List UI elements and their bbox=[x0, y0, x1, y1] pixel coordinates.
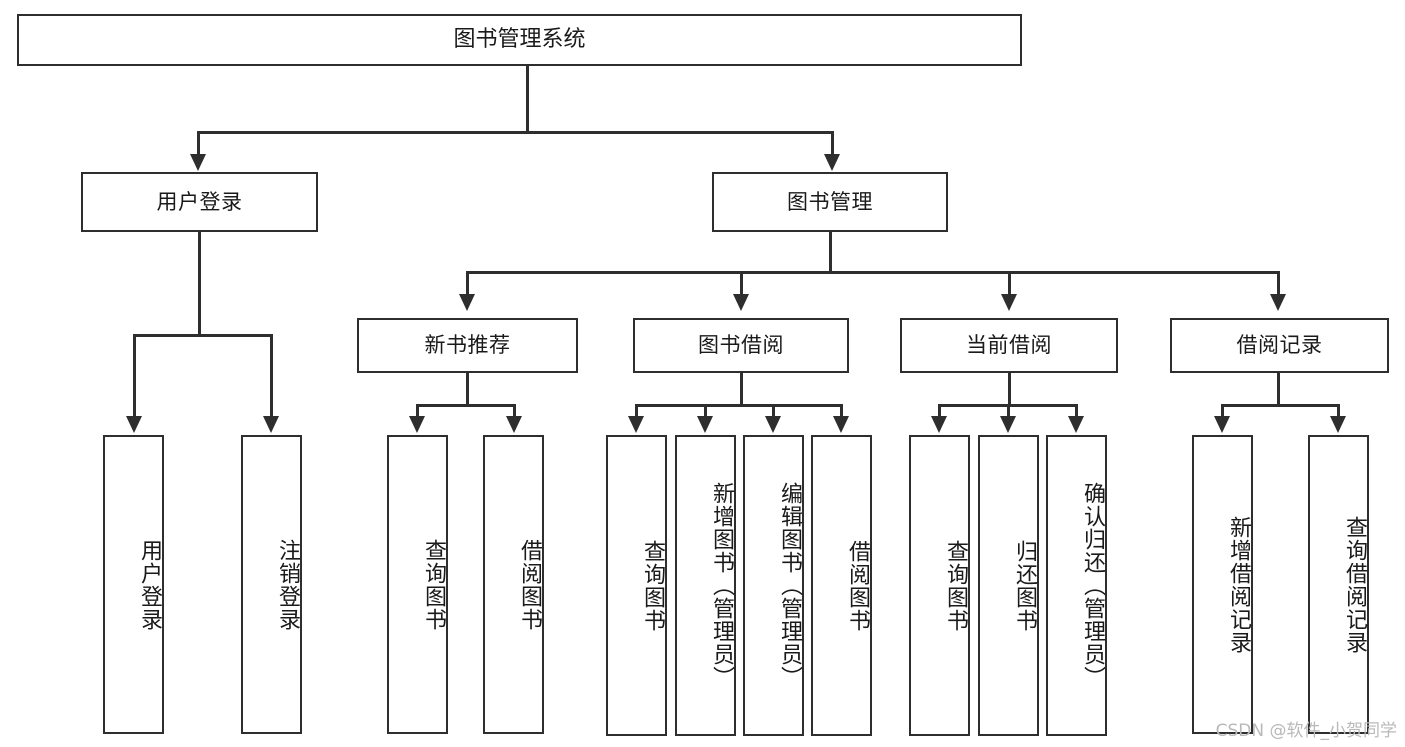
node-new-book-recommend[interactable]: 新书推荐 bbox=[357, 318, 578, 373]
edge-nbr-stem bbox=[466, 373, 469, 407]
arrow-br-to-leaf-1 bbox=[1214, 416, 1230, 433]
edge-bm-to-l2-3 bbox=[1008, 271, 1011, 296]
edge-bb-to-leaf-1 bbox=[635, 404, 638, 418]
edge-bb-to-leaf-2 bbox=[704, 404, 707, 418]
edge-cb-to-leaf-3 bbox=[1075, 404, 1078, 418]
edge-user-login-bar bbox=[133, 334, 273, 337]
node-label: 借阅记录 bbox=[1236, 333, 1323, 358]
edge-bb-to-leaf-4 bbox=[840, 404, 843, 418]
node-borrow-record[interactable]: 借阅记录 bbox=[1170, 318, 1389, 373]
node-label: 查询图书 bbox=[943, 539, 968, 632]
node-label: 编辑图书（管理员） bbox=[777, 482, 802, 689]
edge-cb-to-leaf-2 bbox=[1007, 404, 1010, 418]
edge-bm-to-l2-1 bbox=[466, 271, 469, 296]
edge-br-to-leaf-2 bbox=[1337, 404, 1340, 418]
node-root-book-management-system[interactable]: 图书管理系统 bbox=[17, 14, 1022, 66]
edge-br-stem bbox=[1277, 373, 1280, 407]
arrow-bm-to-new-book-recommend bbox=[459, 294, 475, 311]
node-label: 图书借阅 bbox=[698, 333, 784, 358]
edge-cb-to-leaf-1 bbox=[938, 404, 941, 418]
node-label: 新增图书（管理员） bbox=[709, 482, 734, 689]
node-label: 用户登录 bbox=[137, 538, 162, 631]
arrow-cb-to-leaf-1 bbox=[931, 416, 947, 433]
edge-user-login-stem bbox=[198, 232, 201, 336]
edge-bm-to-l2-4 bbox=[1277, 271, 1280, 296]
leaf-book-borrow-borrow-book[interactable]: 借阅图书 bbox=[811, 435, 872, 736]
arrow-user-login-to-leaf-2 bbox=[263, 416, 279, 433]
edge-bm-to-l2-2 bbox=[740, 271, 743, 296]
node-label: 借阅图书 bbox=[845, 539, 870, 632]
leaf-new-book-query-book[interactable]: 查询图书 bbox=[387, 435, 448, 734]
edge-book-management-bar bbox=[466, 271, 1277, 274]
arrow-bb-to-leaf-4 bbox=[833, 416, 849, 433]
edge-root-to-book-management bbox=[831, 131, 834, 156]
edge-user-login-to-leaf-1 bbox=[133, 334, 136, 418]
leaf-current-borrow-return-book[interactable]: 归还图书 bbox=[978, 435, 1039, 736]
node-label: 新书推荐 bbox=[424, 333, 511, 358]
arrow-root-to-book-management bbox=[824, 154, 840, 171]
leaf-book-borrow-edit-book-admin[interactable]: 编辑图书（管理员） bbox=[743, 435, 804, 736]
arrow-br-to-leaf-2 bbox=[1330, 416, 1346, 433]
edge-bb-bar bbox=[635, 404, 843, 407]
node-label: 图书管理 bbox=[787, 189, 873, 214]
edge-book-management-stem bbox=[829, 232, 832, 274]
arrow-bm-to-borrow-record bbox=[1270, 294, 1286, 311]
node-book-management[interactable]: 图书管理 bbox=[712, 172, 948, 232]
leaf-user-login-login[interactable]: 用户登录 bbox=[103, 435, 164, 734]
node-label: 查询图书 bbox=[421, 538, 446, 631]
edge-nbr-bar bbox=[416, 404, 516, 407]
arrow-cb-to-leaf-3 bbox=[1068, 416, 1084, 433]
node-label: 用户登录 bbox=[156, 189, 243, 214]
edge-root-stem bbox=[526, 66, 529, 132]
leaf-current-borrow-query-book[interactable]: 查询图书 bbox=[909, 435, 970, 736]
edge-cb-stem bbox=[1008, 373, 1011, 407]
leaf-user-login-logout[interactable]: 注销登录 bbox=[241, 435, 302, 734]
node-label: 注销登录 bbox=[275, 538, 300, 631]
node-current-borrow[interactable]: 当前借阅 bbox=[900, 318, 1118, 373]
node-label: 当前借阅 bbox=[966, 333, 1052, 358]
leaf-book-borrow-add-book-admin[interactable]: 新增图书（管理员） bbox=[675, 435, 736, 736]
leaf-book-borrow-query-book[interactable]: 查询图书 bbox=[606, 435, 667, 736]
edge-br-to-leaf-1 bbox=[1221, 404, 1224, 418]
edge-nbr-to-leaf-1 bbox=[416, 404, 419, 418]
edge-nbr-to-leaf-2 bbox=[513, 404, 516, 418]
edge-root-to-user-login bbox=[197, 131, 200, 156]
watermark: CSDN @软件_小贺同学 bbox=[1215, 721, 1397, 741]
arrow-bb-to-leaf-2 bbox=[697, 416, 713, 433]
node-label: 归还图书 bbox=[1012, 539, 1037, 632]
edge-bb-stem bbox=[740, 373, 743, 407]
leaf-current-borrow-confirm-return-admin[interactable]: 确认归还（管理员） bbox=[1046, 435, 1107, 736]
leaf-borrow-record-query-record[interactable]: 查询借阅记录 bbox=[1308, 435, 1369, 734]
node-label: 查询借阅记录 bbox=[1342, 515, 1367, 654]
arrow-bb-to-leaf-3 bbox=[765, 416, 781, 433]
node-label: 图书管理系统 bbox=[453, 27, 586, 53]
node-label: 借阅图书 bbox=[517, 538, 542, 631]
arrow-bm-to-book-borrow bbox=[733, 294, 749, 311]
arrow-bb-to-leaf-1 bbox=[628, 416, 644, 433]
arrow-cb-to-leaf-2 bbox=[1000, 416, 1016, 433]
node-label: 确认归还（管理员） bbox=[1080, 482, 1105, 689]
arrow-root-to-user-login bbox=[190, 154, 206, 171]
arrow-user-login-to-leaf-1 bbox=[126, 416, 142, 433]
node-label: 查询图书 bbox=[640, 539, 665, 632]
arrow-nbr-to-leaf-1 bbox=[409, 416, 425, 433]
node-user-login[interactable]: 用户登录 bbox=[81, 172, 318, 232]
edge-br-bar bbox=[1221, 404, 1340, 407]
edge-bb-to-leaf-3 bbox=[772, 404, 775, 418]
leaf-borrow-record-add-record[interactable]: 新增借阅记录 bbox=[1192, 435, 1253, 734]
leaf-new-book-borrow-book[interactable]: 借阅图书 bbox=[483, 435, 544, 734]
edge-user-login-to-leaf-2 bbox=[270, 334, 273, 418]
arrow-nbr-to-leaf-2 bbox=[506, 416, 522, 433]
arrow-bm-to-current-borrow bbox=[1001, 294, 1017, 311]
edge-root-bar bbox=[197, 131, 834, 134]
node-label: 新增借阅记录 bbox=[1226, 515, 1251, 654]
node-book-borrow[interactable]: 图书借阅 bbox=[633, 318, 849, 373]
